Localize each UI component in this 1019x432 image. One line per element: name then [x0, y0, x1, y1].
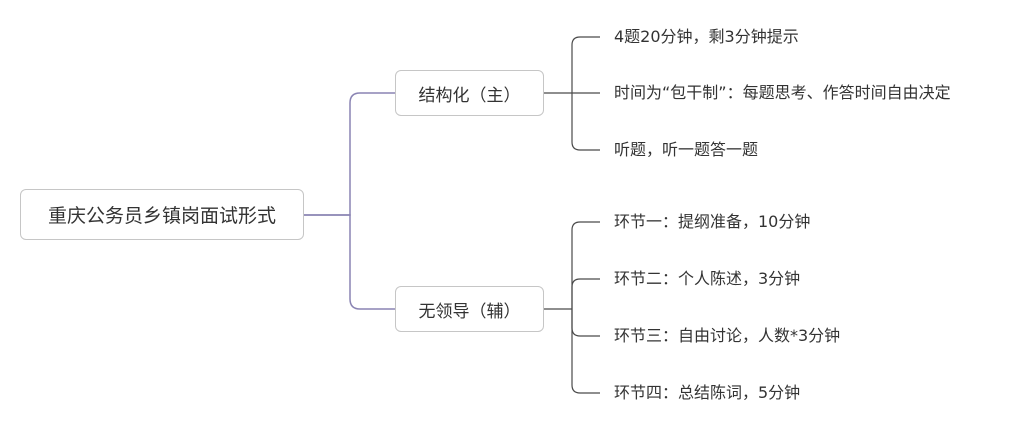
- leaf-node-leaderless-2[interactable]: 环节二：个人陈述，3分钟: [614, 269, 800, 289]
- leaf-node-structured-3[interactable]: 听题，听一题答一题: [614, 140, 758, 160]
- leaf-node-label: 听题，听一题答一题: [614, 140, 759, 159]
- connector-branch-1-leaf-1: [571, 36, 600, 93]
- leaf-node-label: 环节三：自由讨论，人数*3分钟: [614, 326, 841, 345]
- connector-root-to-branch-2: [304, 214, 395, 310]
- leaf-node-label: 环节一：提纲准备，10分钟: [614, 212, 811, 231]
- connector-branch-2-leaf-4: [571, 309, 600, 394]
- connector-branch-2-leaf-1: [571, 221, 600, 309]
- connector-root-to-branch-1: [304, 92, 395, 216]
- leaf-node-label: 环节四：总结陈词，5分钟: [614, 383, 801, 402]
- leaf-node-structured-2[interactable]: 时间为“包干制”：每题思考、作答时间自由决定: [614, 83, 951, 103]
- leaf-node-structured-1[interactable]: 4题20分钟，剩3分钟提示: [614, 27, 799, 47]
- leaf-node-label: 环节二：个人陈述，3分钟: [614, 269, 801, 288]
- leaf-node-leaderless-3[interactable]: 环节三：自由讨论，人数*3分钟: [614, 326, 840, 346]
- root-node-label: 重庆公务员乡镇岗面试形式: [47, 205, 276, 227]
- root-node[interactable]: 重庆公务员乡镇岗面试形式: [20, 189, 304, 240]
- connector-branch-2-leaf-2: [571, 278, 600, 309]
- branch-node-label: 无领导（辅）: [418, 301, 521, 322]
- branch-node-leaderless[interactable]: 无领导（辅）: [395, 286, 544, 332]
- leaf-node-label: 时间为“包干制”：每题思考、作答时间自由决定: [614, 83, 951, 102]
- connector-branch-2-leaf-3: [571, 309, 600, 337]
- connector-branch-1-leaf-3: [571, 93, 600, 151]
- branch-node-structured[interactable]: 结构化（主）: [395, 70, 544, 116]
- branch-node-label: 结构化（主）: [418, 85, 521, 106]
- leaf-node-label: 4题20分钟，剩3分钟提示: [614, 27, 799, 46]
- leaf-node-leaderless-4[interactable]: 环节四：总结陈词，5分钟: [614, 383, 800, 403]
- leaf-node-leaderless-1[interactable]: 环节一：提纲准备，10分钟: [614, 212, 810, 232]
